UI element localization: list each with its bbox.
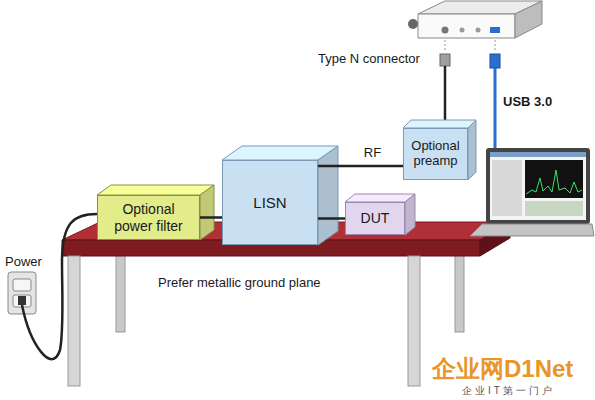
analyzer-side — [515, 1, 542, 38]
n-connector — [440, 54, 450, 66]
box-label: LISN — [253, 194, 286, 211]
laptop-screen-frame — [486, 148, 590, 224]
app-controls — [525, 201, 583, 216]
analyzer-port — [460, 28, 465, 33]
cable — [200, 216, 222, 219]
analyzer-port — [476, 28, 481, 33]
annotation: USB 3.0 — [503, 95, 552, 110]
usb-connector — [490, 54, 500, 68]
equipment-box: LISN — [222, 160, 318, 245]
watermark: 企业IT第一门户 — [462, 385, 555, 397]
plug-guide — [495, 40, 496, 52]
spectrum-display — [525, 160, 583, 198]
box-label: Optional preamp — [409, 139, 462, 169]
usb-port — [490, 27, 500, 33]
table-leg — [408, 256, 420, 386]
spectrum-trace — [526, 170, 582, 194]
cable — [318, 217, 345, 220]
analyzer-front — [418, 14, 515, 38]
box-label: Optional power filter — [103, 201, 194, 233]
box-top-face — [97, 185, 214, 195]
plug-guide — [445, 40, 446, 52]
watermark: 企业网D1Net — [432, 355, 573, 383]
laptop-base — [470, 224, 594, 236]
cable — [318, 165, 403, 168]
laptop-screen — [490, 152, 586, 220]
analyzer-knob — [408, 19, 418, 29]
box-side-face — [405, 194, 415, 235]
signal-label: RF — [362, 146, 383, 160]
power-cord — [22, 214, 97, 359]
rf-cable — [444, 66, 447, 124]
usb-cable — [494, 68, 497, 148]
analyzer-port — [442, 27, 449, 34]
app-titlebar — [490, 152, 586, 157]
power-plug — [18, 296, 26, 305]
table-leg — [68, 256, 80, 386]
annotation: Power — [5, 255, 42, 270]
box-side-face — [318, 146, 338, 245]
box-top-face — [345, 194, 415, 202]
box-side-face — [468, 120, 476, 180]
equipment-box: Optional preamp — [403, 128, 468, 180]
box-side-face — [200, 185, 214, 240]
outlet-socket — [13, 279, 31, 291]
annotation: Prefer metallic ground plane — [158, 276, 321, 291]
box-label: DUT — [361, 210, 390, 226]
equipment-box: Optional power filter — [97, 195, 200, 240]
box-top-face — [403, 120, 476, 128]
annotation: Type N connector — [318, 52, 420, 67]
equipment-box: DUT — [345, 202, 405, 235]
app-panel — [492, 160, 522, 216]
